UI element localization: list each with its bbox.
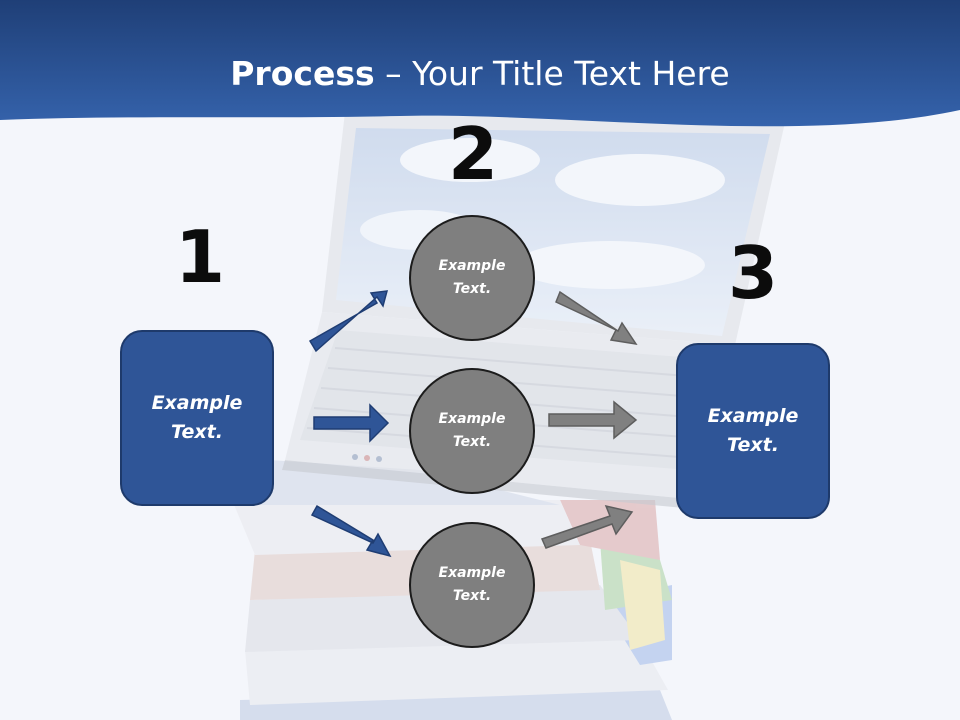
step-number-2: 2 [447, 112, 499, 196]
process-circle-bottom-line1: Example [438, 565, 506, 581]
process-circle-bottom-line2: Text. [452, 588, 492, 604]
arrow-2-to-3-top [555, 290, 638, 346]
blue-arrows [308, 290, 392, 558]
step-number-3: 3 [727, 231, 779, 315]
slide-title-rest: – Your Title Text Here [374, 54, 730, 93]
process-circle-bottom: Example Text. [409, 522, 535, 648]
process-box-3-line1: Example [707, 405, 799, 427]
process-box-1: Example Text. [120, 330, 274, 506]
process-circle-top-line2: Text. [452, 281, 492, 297]
gray-arrows [540, 290, 638, 549]
header-band [0, 0, 960, 127]
arrow-2-to-3-bottom [540, 504, 634, 549]
books-stack [232, 460, 672, 720]
arrow-1-to-2-top [308, 290, 389, 353]
process-circle-middle: Example Text. [409, 368, 535, 494]
process-circle-middle-line1: Example [438, 411, 506, 427]
process-box-3: Example Text. [676, 343, 830, 519]
process-circle-top-line1: Example [438, 258, 506, 274]
step-number-1: 1 [174, 215, 226, 299]
process-box-3-line2: Text. [727, 434, 779, 456]
process-box-1-line2: Text. [171, 421, 223, 443]
arrow-1-to-2-middle [313, 403, 390, 443]
arrow-2-to-3-middle [548, 400, 638, 440]
process-box-1-line1: Example [151, 392, 243, 414]
process-circle-middle-line2: Text. [452, 434, 492, 450]
slide-title-bold: Process [230, 54, 375, 93]
process-circle-top: Example Text. [409, 215, 535, 341]
slide-title: Process – Your Title Text Here [0, 52, 960, 96]
arrow-1-to-2-bottom [310, 504, 392, 558]
